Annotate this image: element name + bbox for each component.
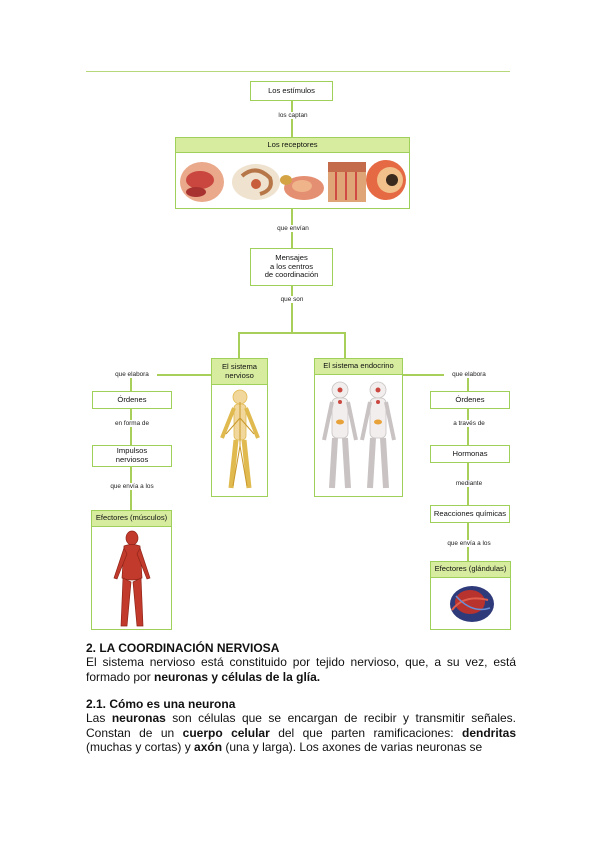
- nervous-system-header: El sistema nervioso: [211, 358, 268, 385]
- left-orders-box: Órdenes: [92, 391, 172, 409]
- messages-box: Mensajes a los centros de coordinación: [250, 248, 333, 286]
- paragraph-text: son células que se encargan de recibir y…: [86, 711, 517, 740]
- connector-label: que envía a los: [440, 540, 498, 547]
- connector-label: que elabora: [107, 371, 157, 378]
- chemical-reactions-label: Reacciones químicas: [433, 508, 507, 518]
- connector-label: los captan: [268, 112, 318, 119]
- connector-label: que elabora: [444, 371, 494, 378]
- right-orders-label: Órdenes: [455, 394, 485, 404]
- tongue-illustration: [280, 175, 324, 200]
- connector-line: [238, 332, 345, 334]
- stimuli-box: Los estímulos: [250, 81, 333, 101]
- connector-line: [467, 374, 469, 567]
- paragraph-bold-text: axón: [194, 740, 223, 754]
- connector-line: [344, 332, 346, 358]
- muscular-system-illustration: [113, 530, 151, 627]
- connector-label: que envían: [268, 225, 318, 232]
- endocrine-system-label: El sistema endocrino: [323, 361, 394, 371]
- right-orders-box: Órdenes: [430, 391, 510, 409]
- receptors-label: Los receptores: [267, 139, 318, 149]
- nose-mouth-illustration: [180, 162, 224, 202]
- paragraph-text: El sistema nervioso está constituido por…: [86, 655, 516, 684]
- section-2-1-heading: 2.1. Cómo es una neurona: [86, 697, 236, 711]
- impulses-line-2: nerviosos: [115, 455, 149, 464]
- paragraph-text: (una y larga). Los axones de varias neur…: [222, 740, 483, 754]
- paragraph-bold-text: dendritas: [461, 725, 516, 740]
- paragraph-bold-text: cuerpo celular: [182, 725, 270, 740]
- receptors-header: Los receptores: [175, 137, 410, 153]
- stimuli-label: Los estímulos: [268, 85, 315, 95]
- connector-label: mediante: [444, 480, 494, 487]
- section-2-paragraph: El sistema nervioso está constituido por…: [86, 655, 516, 684]
- paragraph-text: Las: [86, 711, 112, 725]
- connector-line: [238, 332, 240, 358]
- connector-line: [403, 374, 469, 376]
- nervous-system-line-1: El sistema: [221, 361, 258, 371]
- messages-line-2: a los centros: [269, 261, 314, 271]
- messages-line-3: de coordinación: [264, 270, 319, 280]
- top-rule: [86, 71, 510, 72]
- ear-illustration: [232, 164, 280, 200]
- gland-illustration: [450, 586, 494, 622]
- paragraph-text: (muchas y cortas) y: [86, 740, 195, 754]
- gland-effectors-label: Efectores (glándulas): [434, 564, 507, 574]
- connector-label: a través de: [444, 420, 494, 427]
- eye-illustration: [366, 160, 406, 200]
- impulses-line-1: Impulsos: [116, 446, 148, 456]
- paragraph-bold-text: neuronas: [111, 711, 166, 725]
- section-2-heading: 2. LA COORDINACIÓN NERVIOSA: [86, 641, 280, 655]
- paragraph-bold-text: neuronas y células de la glía.: [154, 669, 321, 684]
- muscle-effectors-header: Efectores (músculos): [91, 510, 172, 527]
- connector-label: que son: [272, 296, 312, 303]
- endocrine-system-illustration: [322, 381, 396, 489]
- hormones-box: Hormonas: [430, 445, 510, 463]
- muscle-effectors-label: Efectores (músculos): [95, 513, 168, 523]
- nerve-impulses-box: Impulsos nerviosos: [92, 445, 172, 467]
- sense-organs-illustration: [180, 160, 406, 202]
- skin-illustration: [328, 162, 366, 202]
- section-2-1-paragraph: Las neuronas son células que se encargan…: [86, 711, 516, 755]
- connector-line: [291, 101, 293, 137]
- hormones-label: Hormonas: [452, 448, 488, 458]
- connector-label: en forma de: [107, 420, 157, 427]
- connector-label: que envía a los: [101, 483, 163, 490]
- left-orders-label: Órdenes: [117, 394, 147, 404]
- gland-effectors-header: Efectores (glándulas): [430, 561, 511, 578]
- nervous-system-illustration: [220, 389, 260, 489]
- endocrine-system-header: El sistema endocrino: [314, 358, 403, 375]
- connector-line: [130, 374, 211, 376]
- connector-line: [291, 286, 293, 332]
- chemical-reactions-box: Reacciones químicas: [430, 505, 510, 523]
- paragraph-text: del que parten ramificaciones:: [269, 725, 462, 740]
- endocrine-system-panel: [314, 358, 403, 497]
- messages-line-1: Mensajes: [275, 252, 308, 262]
- nervous-system-line-2: nervioso: [225, 370, 254, 380]
